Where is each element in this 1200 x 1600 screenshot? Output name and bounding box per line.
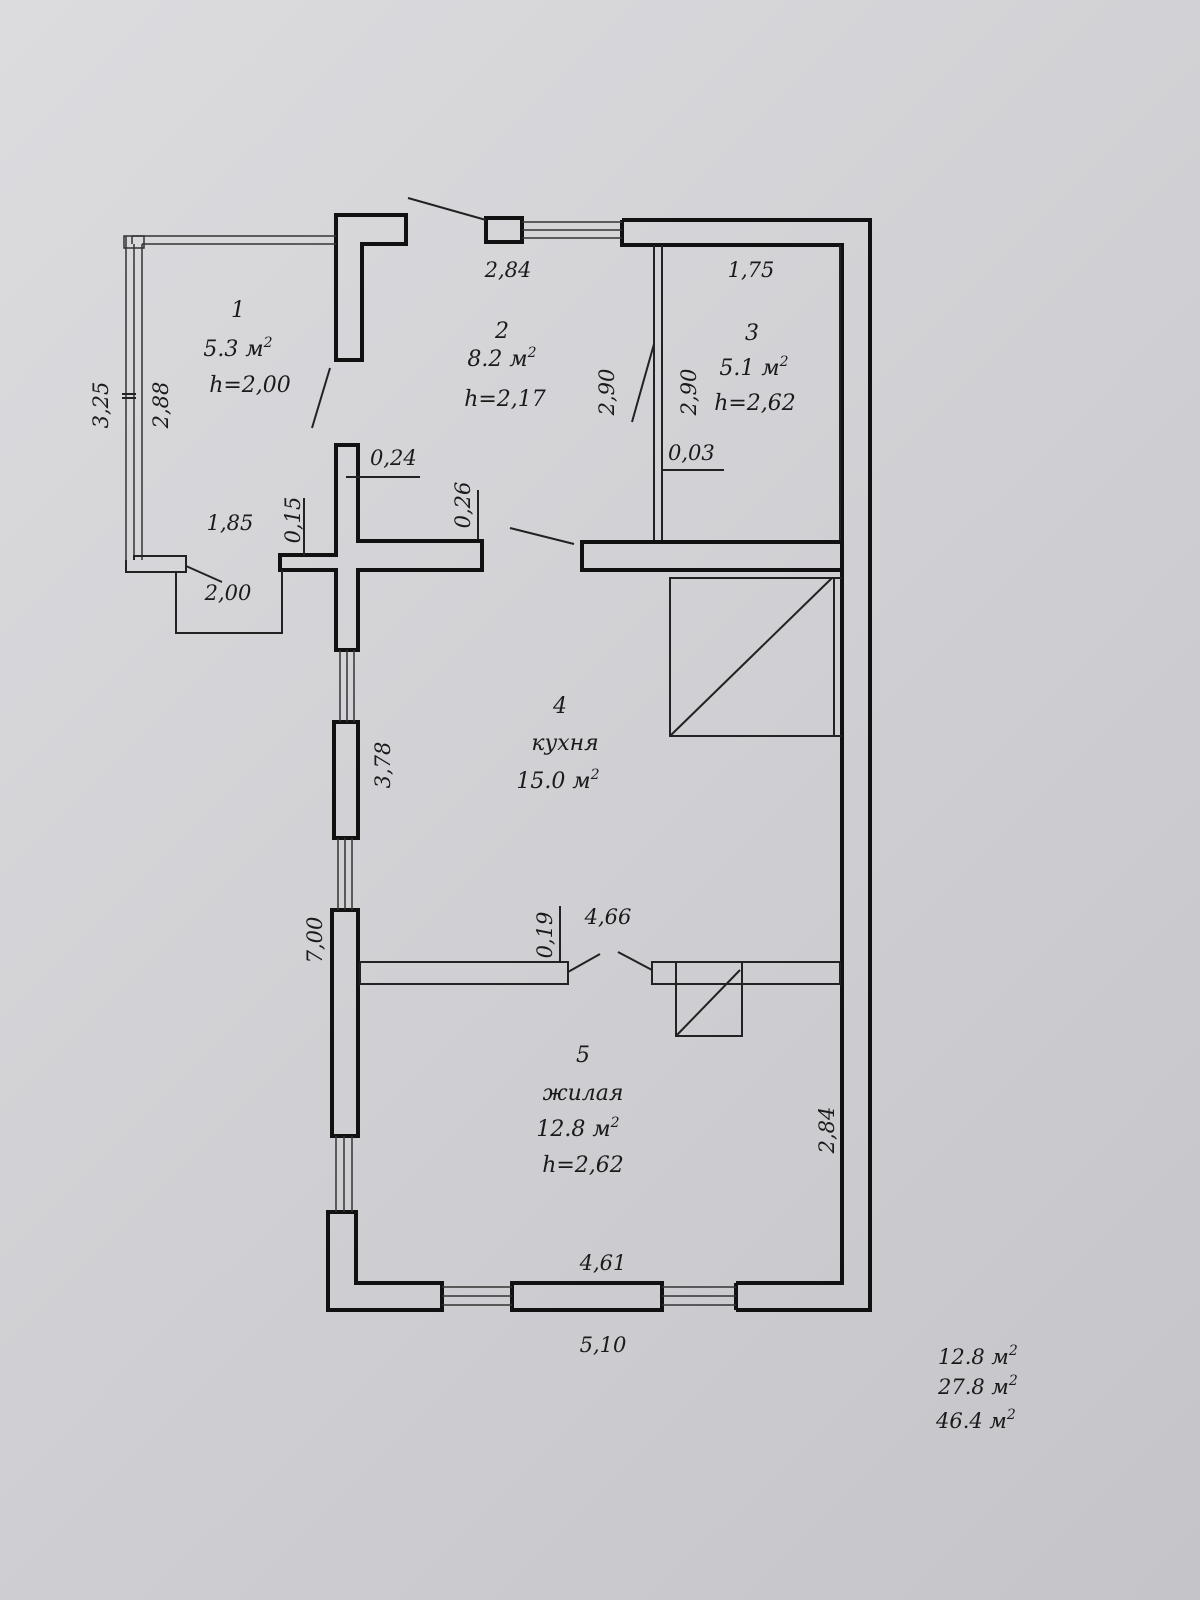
room-4-area: 15.0 м2 (516, 767, 599, 794)
dim-3-25: 3,25 (89, 382, 113, 429)
left-wall-middle (332, 720, 360, 840)
room-3-walls (407, 197, 844, 572)
windows (123, 221, 736, 1306)
room-3-number: 3 (745, 321, 759, 346)
window-bottom-1 (442, 1286, 512, 1306)
dimension-lines (122, 393, 724, 962)
room-3-bottom-wall (580, 540, 844, 572)
window-left-3 (335, 1136, 353, 1212)
left-wall-lower (330, 908, 360, 1138)
room-2-door-swing (509, 527, 575, 545)
room-2-height: h=2,17 (464, 387, 546, 412)
total-auxiliary-area: 27.8 м2 (937, 1373, 1018, 1399)
dim-3-78: 3,78 (371, 742, 395, 789)
window-bottom-2 (662, 1286, 736, 1306)
room-5-area: 12.8 м2 (536, 1115, 619, 1142)
porch-door-swing (311, 367, 331, 429)
kitchen-stove (669, 577, 842, 737)
exterior-walls (278, 213, 872, 1312)
window-left-2 (337, 838, 353, 910)
total-living-area: 12.8 м2 (938, 1343, 1018, 1369)
dim-0-26: 0,26 (451, 482, 475, 529)
room-4-name: кухня (531, 731, 598, 756)
dim-2-88: 2,88 (149, 382, 173, 430)
dim-2-00: 2,00 (204, 581, 252, 605)
dim-2-84-right: 2,84 (815, 1107, 839, 1155)
dim-2-90-b: 2,90 (677, 369, 701, 417)
porch-corner-block (334, 213, 408, 362)
entrance-door-swing (407, 197, 487, 221)
bottom-wall-middle (510, 1281, 664, 1312)
room-3-area: 5.1 м2 (719, 354, 788, 381)
room-3-door-swing (631, 343, 655, 423)
dim-5-10: 5,10 (580, 1333, 627, 1357)
room-4-number: 4 (552, 694, 567, 719)
room-labels: 1 5.3 м2 h=2,00 2 8.2 м2 h=2,17 3 5.1 м2… (203, 298, 795, 1178)
dim-4-66: 4,66 (584, 905, 632, 929)
partition-kitchen-living (359, 951, 841, 1037)
dimension-labels: 2,84 1,75 3,25 2,88 2,90 2,90 0,24 0,03 … (89, 258, 839, 1357)
dim-0-15: 0,15 (281, 497, 305, 544)
entrance-pillar (484, 216, 524, 244)
porch-steps (175, 570, 283, 634)
bottom-wall-left (326, 1210, 444, 1312)
room-1-number: 1 (231, 298, 245, 323)
dim-0-24: 0,24 (370, 446, 417, 470)
dim-1-75: 1,75 (728, 258, 775, 282)
porch-bottom-wall (125, 555, 187, 573)
porch (125, 367, 331, 634)
porch-glazing-left (125, 236, 143, 570)
area-totals: 12.8 м2 27.8 м2 46.4 м2 (935, 1343, 1018, 1433)
window-left-1 (339, 650, 355, 722)
room-3-left-wall (653, 245, 663, 540)
room-3-height: h=2,62 (714, 391, 796, 416)
left-wall-upper (278, 443, 484, 652)
dim-2-84-top: 2,84 (484, 258, 532, 282)
room-2-number: 2 (494, 319, 509, 344)
room-5-name: жилая (543, 1081, 624, 1106)
dim-0-19: 0,19 (533, 912, 557, 959)
dim-0-03: 0,03 (668, 441, 715, 465)
dim-4-61: 4,61 (579, 1251, 627, 1275)
room-1-height: h=2,00 (209, 373, 291, 398)
porch-stair-line (185, 565, 223, 583)
room-5-number: 5 (576, 1043, 590, 1068)
dim-7-00: 7,00 (303, 917, 327, 964)
window-top (522, 221, 622, 239)
dim-2-90-a: 2,90 (595, 369, 619, 417)
total-area: 46.4 м2 (935, 1407, 1016, 1433)
room-2-area: 8.2 м2 (467, 345, 536, 372)
dim-1-85: 1,85 (207, 511, 254, 535)
porch-glazing-top (131, 235, 336, 245)
room-1-area: 5.3 м2 (203, 335, 272, 362)
room-5-height: h=2,62 (542, 1153, 624, 1178)
